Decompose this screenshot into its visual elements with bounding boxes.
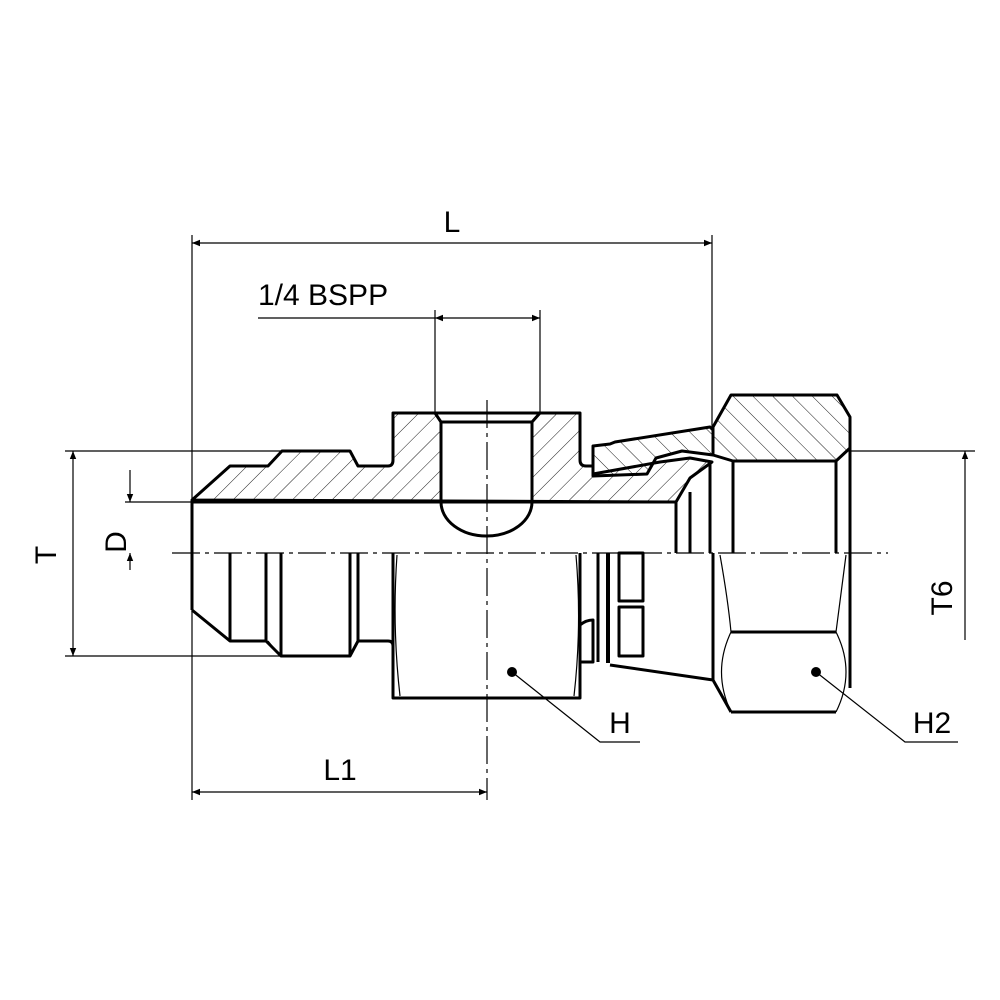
leader-H2 <box>815 671 958 743</box>
label-D: D <box>100 531 133 553</box>
hex-body-H <box>391 553 582 700</box>
label-H: H <box>609 707 631 740</box>
nut-H2 <box>719 417 852 714</box>
leader-H <box>511 671 640 743</box>
port-bore <box>439 420 534 538</box>
thread-lines <box>228 553 360 656</box>
body-end-lines <box>674 462 712 553</box>
label-T: T <box>30 546 63 564</box>
label-port: 1/4 BSPP <box>258 279 388 312</box>
label-T6: T6 <box>926 580 959 615</box>
cone-lower <box>579 551 733 713</box>
label-L: L <box>444 206 461 239</box>
thread-step <box>267 640 281 657</box>
male-thread-lower <box>191 608 395 658</box>
nut-section <box>711 393 852 463</box>
label-L1: L1 <box>323 754 356 787</box>
label-H2: H2 <box>913 707 951 740</box>
